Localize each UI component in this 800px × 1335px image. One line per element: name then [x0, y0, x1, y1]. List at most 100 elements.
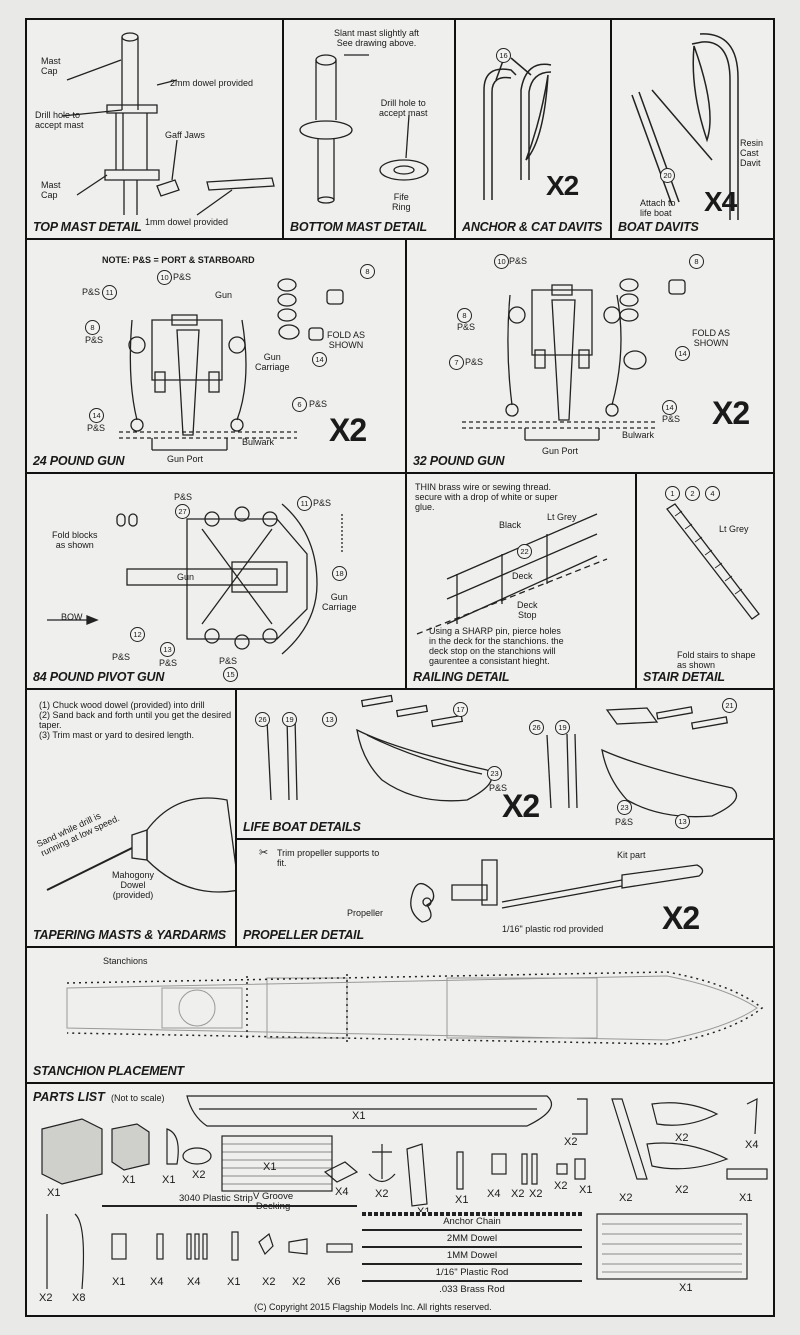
qty-small-etch: X1	[739, 1192, 753, 1204]
lifeboat-ps-b: P&S	[615, 817, 634, 827]
gun24-title: 24 POUND GUN	[33, 454, 125, 468]
gun32-multiplier: X2	[712, 395, 750, 431]
scissors-icon: ✂	[259, 847, 269, 859]
stanchions-label: Stanchions	[103, 956, 148, 966]
gun24-port-label: Gun Port	[167, 454, 204, 464]
gun84-part-15: 15	[223, 667, 238, 682]
gun24-gun-label: Gun	[215, 290, 233, 300]
qty-bell: X1	[162, 1174, 176, 1186]
qty-hatch: X4	[335, 1186, 349, 1198]
brass-rod-bar-label: .033 Brass Rod	[439, 1284, 505, 1295]
qty-building-large: X1	[47, 1187, 61, 1199]
qty-propeller: X2	[262, 1276, 276, 1288]
gun24-ps-8: P&S	[85, 335, 104, 345]
dowel-1mm-bar	[362, 1246, 582, 1248]
lifeboat-part-26a: 26	[255, 712, 270, 727]
qty-rod: X2	[39, 1292, 53, 1304]
dowel-2mm-label: 2mm dowel provided	[170, 78, 254, 88]
qty-boat-bottom: X2	[675, 1184, 689, 1196]
part-20-callout: 20	[660, 168, 675, 183]
dowel-2mm-bar-label: 2MM Dowel	[446, 1233, 498, 1244]
qty-post: X1	[455, 1194, 469, 1206]
lifeboat-part-19b: 19	[555, 720, 570, 735]
gun32-ps-7: P&S	[465, 357, 484, 367]
gun24-panel: NOTE: P&S = PORT & STARBOARD 10 P&S P&S …	[25, 238, 407, 474]
boat-davits-drawing	[631, 33, 739, 220]
lifeboat-drawing	[266, 694, 738, 818]
gun24-part-10: 10	[157, 270, 172, 285]
bow-label: BOW	[61, 612, 83, 622]
gun24-ps-6: P&S	[309, 399, 328, 409]
plastic-strip-label: 3040 Plastic Strip	[179, 1193, 253, 1204]
gun84-part-13: 13	[160, 642, 175, 657]
qty-bitts: X6	[327, 1276, 341, 1288]
gun24-ps-11: P&S	[82, 287, 101, 297]
gun32-part-8b: 8	[689, 254, 704, 269]
gun84-ps-15: P&S	[219, 656, 238, 666]
lifeboat-part-26b: 26	[529, 720, 544, 735]
stair-part-4: 4	[705, 486, 720, 501]
lifeboat-title: LIFE BOAT DETAILS	[243, 820, 361, 834]
stair-ltgrey-label: Lt Grey	[719, 524, 749, 534]
tapering-panel: (1) Chuck wood dowel (provided) into dri…	[25, 688, 237, 948]
qty-gaff: X2	[292, 1276, 306, 1288]
gun24-part-8b: 8	[360, 264, 375, 279]
top-mast-title: TOP MAST DETAIL	[33, 220, 142, 234]
thin-wire-note: THIN brass wire or sewing thread.secure …	[415, 482, 558, 512]
railing-panel: THIN brass wire or sewing thread.secure …	[405, 472, 637, 690]
qty-cleat: X2	[554, 1180, 568, 1192]
gun24-multiplier: X2	[329, 412, 367, 448]
stanchion-drawing	[66, 971, 764, 1045]
qty-ring: X2	[192, 1169, 206, 1181]
lifeboat-multiplier: X2	[502, 788, 540, 824]
gun24-part-14a: 14	[89, 408, 104, 423]
anchor-davits-drawing	[483, 57, 552, 200]
gun24-part-11: 11	[102, 285, 117, 300]
stair-part-2: 2	[685, 486, 700, 501]
gun32-bulwark-label: Bulwark	[622, 430, 655, 440]
railing-title: RAILING DETAIL	[413, 670, 510, 684]
gun24-ps-10: P&S	[173, 272, 192, 282]
gun24-part-6: 6	[292, 397, 307, 412]
gun84-part-27: 27	[175, 504, 190, 519]
plastic-rod-bar-label: 1/16" Plastic Rod	[435, 1267, 509, 1278]
part-16-callout: 16	[496, 48, 511, 63]
gun32-part-10: 10	[494, 254, 509, 269]
anchor-chain-bar	[362, 1212, 582, 1216]
qty-capstan: X1	[227, 1276, 241, 1288]
gun32-port-label: Gun Port	[542, 446, 579, 456]
gun84-part-11: 11	[297, 496, 312, 511]
propeller-label: Propeller	[347, 908, 384, 918]
gun24-bulwark-label: Bulwark	[242, 437, 275, 447]
lifeboat-part-13b: 13	[675, 814, 690, 829]
qty-anchor: X2	[375, 1188, 389, 1200]
gun32-part-7: 7	[449, 355, 464, 370]
gun32-ps-10: P&S	[509, 256, 528, 266]
bottom-mast-title: BOTTOM MAST DETAIL	[290, 220, 427, 234]
gun24-part-8a: 8	[85, 320, 100, 335]
lifeboat-part-19a: 19	[282, 712, 297, 727]
kit-part-label: Kit part	[617, 850, 646, 860]
gun32-part-14a: 14	[662, 400, 677, 415]
qty-pump: X1	[112, 1276, 126, 1288]
tapering-steps: (1) Chuck wood dowel (provided) into dri…	[39, 700, 232, 740]
stair-drawing	[666, 503, 760, 620]
qty-hook: X8	[72, 1292, 86, 1304]
